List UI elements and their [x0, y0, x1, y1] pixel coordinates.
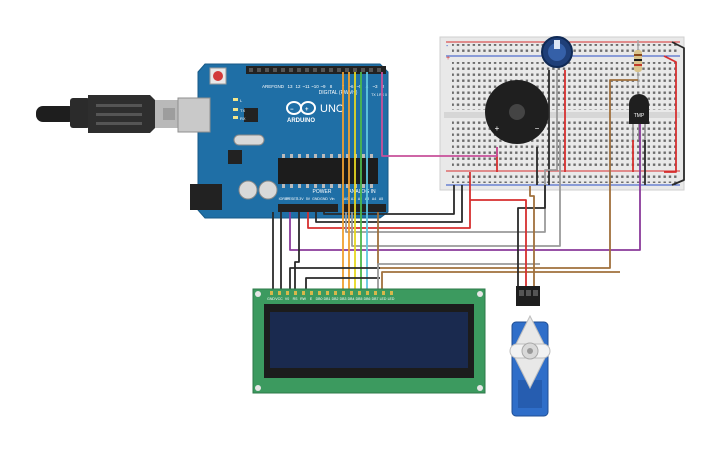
pin-label-3v3: 3.3V: [296, 197, 304, 201]
pin-label-a1: A1: [351, 197, 355, 201]
usb-port: [177, 97, 211, 133]
lcd-pin-db4: DB4: [348, 297, 355, 301]
potentiometer[interactable]: [541, 36, 573, 68]
lcd-pin-db1: DB1: [324, 297, 331, 301]
arduino-uno-board[interactable]: AREF GND 13 12 ~11 ~10 ~9 8 7 ~6 ~5 4 ~3…: [177, 63, 389, 219]
tmp-label: TMP: [634, 113, 645, 119]
pin-label-3: ~3: [372, 84, 378, 89]
atmega-chip: [278, 158, 378, 184]
pin-label-11: ~11: [302, 84, 310, 89]
pin-label-10: ~10: [311, 84, 319, 89]
analog-section-label: ANALOG IN: [348, 189, 376, 195]
led-label-l: L: [240, 98, 243, 103]
pin-label-ioref: IOREF: [279, 197, 290, 201]
wire-gnd: [315, 185, 463, 223]
servo-motor[interactable]: [509, 286, 551, 417]
buzzer-minus-label: −: [535, 124, 540, 133]
lcd-pin-db3: DB3: [340, 297, 347, 301]
pin-label-rx: RX 0: [379, 93, 387, 97]
pin-label-13: 13: [287, 84, 293, 89]
pin-label-6: ~6: [348, 84, 354, 89]
pin-label-tx: TX 1: [371, 93, 378, 97]
digital-section-label: DIGITAL (PWM~): [319, 90, 358, 96]
arduino-logo-text: ARDUINO: [287, 118, 315, 124]
pin-label-gnd-1: GND: [312, 197, 320, 201]
resistor: [634, 40, 642, 85]
svg-text:+: +: [305, 107, 309, 113]
pin-label-5: ~5: [356, 84, 362, 89]
power-jack: [190, 184, 222, 210]
wire-servo-gnd: [517, 185, 546, 290]
pin-label-a5: A5: [379, 197, 383, 201]
lcd-screen: [270, 312, 468, 368]
wire-purple: [289, 124, 641, 251]
pin-label-gnd: GND: [274, 84, 285, 89]
pin-label-reset: RESET: [286, 197, 299, 201]
wire-brown: [377, 79, 638, 269]
wire-magenta: [381, 72, 498, 157]
arduino-logo: − +: [286, 101, 316, 115]
pin-label-vin: Vin: [330, 197, 335, 201]
pin-label-aref: AREF: [262, 84, 274, 89]
lcd-pin-db7: DB7: [372, 297, 379, 301]
lcd-pin-db2: DB2: [332, 297, 339, 301]
arduino-model: UNO: [320, 103, 345, 115]
lcd-16x2[interactable]: GND VCC V0 RS RW E DB0 DB1 DB2 DB3 DB4 D…: [252, 288, 486, 394]
wire-servo-signal: [529, 186, 535, 290]
lcd-pin-db0: DB0: [316, 297, 323, 301]
rail-plus-label: +: [446, 55, 450, 62]
pin-label-9: ~9: [320, 84, 326, 89]
pin-label-a2: A2: [358, 197, 362, 201]
wire-rail-bridge-gnd: [671, 41, 685, 186]
lcd-pin-e: E: [310, 297, 313, 301]
lcd-pin-gnd: GND: [267, 297, 275, 301]
lcd-pin-led-k: LED: [388, 297, 395, 301]
lcd-pin-led-a: LED: [380, 297, 387, 301]
wires: [272, 41, 685, 290]
power-header: [278, 204, 338, 212]
pin-label-a4: A4: [372, 197, 376, 201]
pin-label-a0: A0: [344, 197, 348, 201]
lcd-pin-rw: RW: [300, 297, 306, 301]
led-label-rx: RX: [240, 116, 246, 121]
lcd-pin-vcc: VCC: [275, 297, 283, 301]
lcd-pin-db5: DB5: [356, 297, 363, 301]
lcd-pin-db6: DB6: [364, 297, 371, 301]
rail-minus-label: -: [446, 43, 449, 50]
lcd-pin-rs: RS: [293, 297, 299, 301]
temperature-sensor: TMP: [629, 94, 649, 140]
power-section-label: POWER: [313, 189, 332, 195]
svg-text:−: −: [290, 107, 294, 113]
usb-cable-strain-relief: [36, 106, 76, 122]
pin-label-8: 8: [330, 84, 333, 89]
lcd-pin-v0: V0: [285, 297, 289, 301]
wire-servo-vcc: [470, 199, 527, 290]
pin-label-2: 2: [382, 84, 385, 89]
pin-label-5v: 5V: [306, 197, 311, 201]
led-label-tx: TX: [240, 108, 245, 113]
analog-header: [342, 204, 386, 212]
pin-label-gnd-2: GND: [320, 197, 328, 201]
wire-rail-bridge-vcc: [663, 55, 677, 173]
usb-cable: [36, 95, 183, 133]
piezo-buzzer: + −: [485, 80, 549, 144]
buzzer-plus-label: +: [495, 124, 500, 133]
pin-label-12: 12: [295, 84, 301, 89]
